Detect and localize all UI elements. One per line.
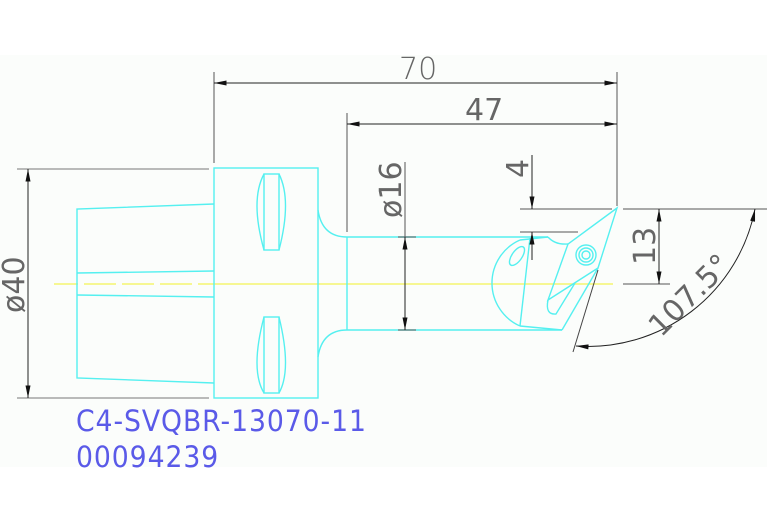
tapered-shank	[76, 203, 215, 384]
upper-neck-fillet	[317, 209, 348, 238]
boring-bar	[347, 236, 569, 331]
flange	[213, 167, 319, 399]
dim-13-text: 13	[628, 227, 663, 265]
dim-70-text: 70	[399, 52, 437, 87]
dimension-lines	[17, 72, 767, 399]
dim-angle-arc	[575, 208, 756, 350]
dim-16-text: ø16	[374, 161, 409, 218]
dim-4-text: 4	[501, 159, 536, 178]
lower-clamp-slot	[256, 316, 287, 394]
part-number-label: C4-SVQBR-13070-11	[76, 404, 367, 438]
upper-clamp-slot	[256, 173, 287, 251]
order-number-label: 00094239	[76, 440, 220, 474]
lower-neck-fillet	[317, 329, 348, 358]
dim-40-text: ø40	[0, 256, 32, 313]
dimension-labels: 70 47 ø40 ø16 4 13 107.5°	[0, 52, 738, 344]
cutting-insert	[546, 206, 619, 315]
dim-47-text: 47	[465, 93, 503, 128]
